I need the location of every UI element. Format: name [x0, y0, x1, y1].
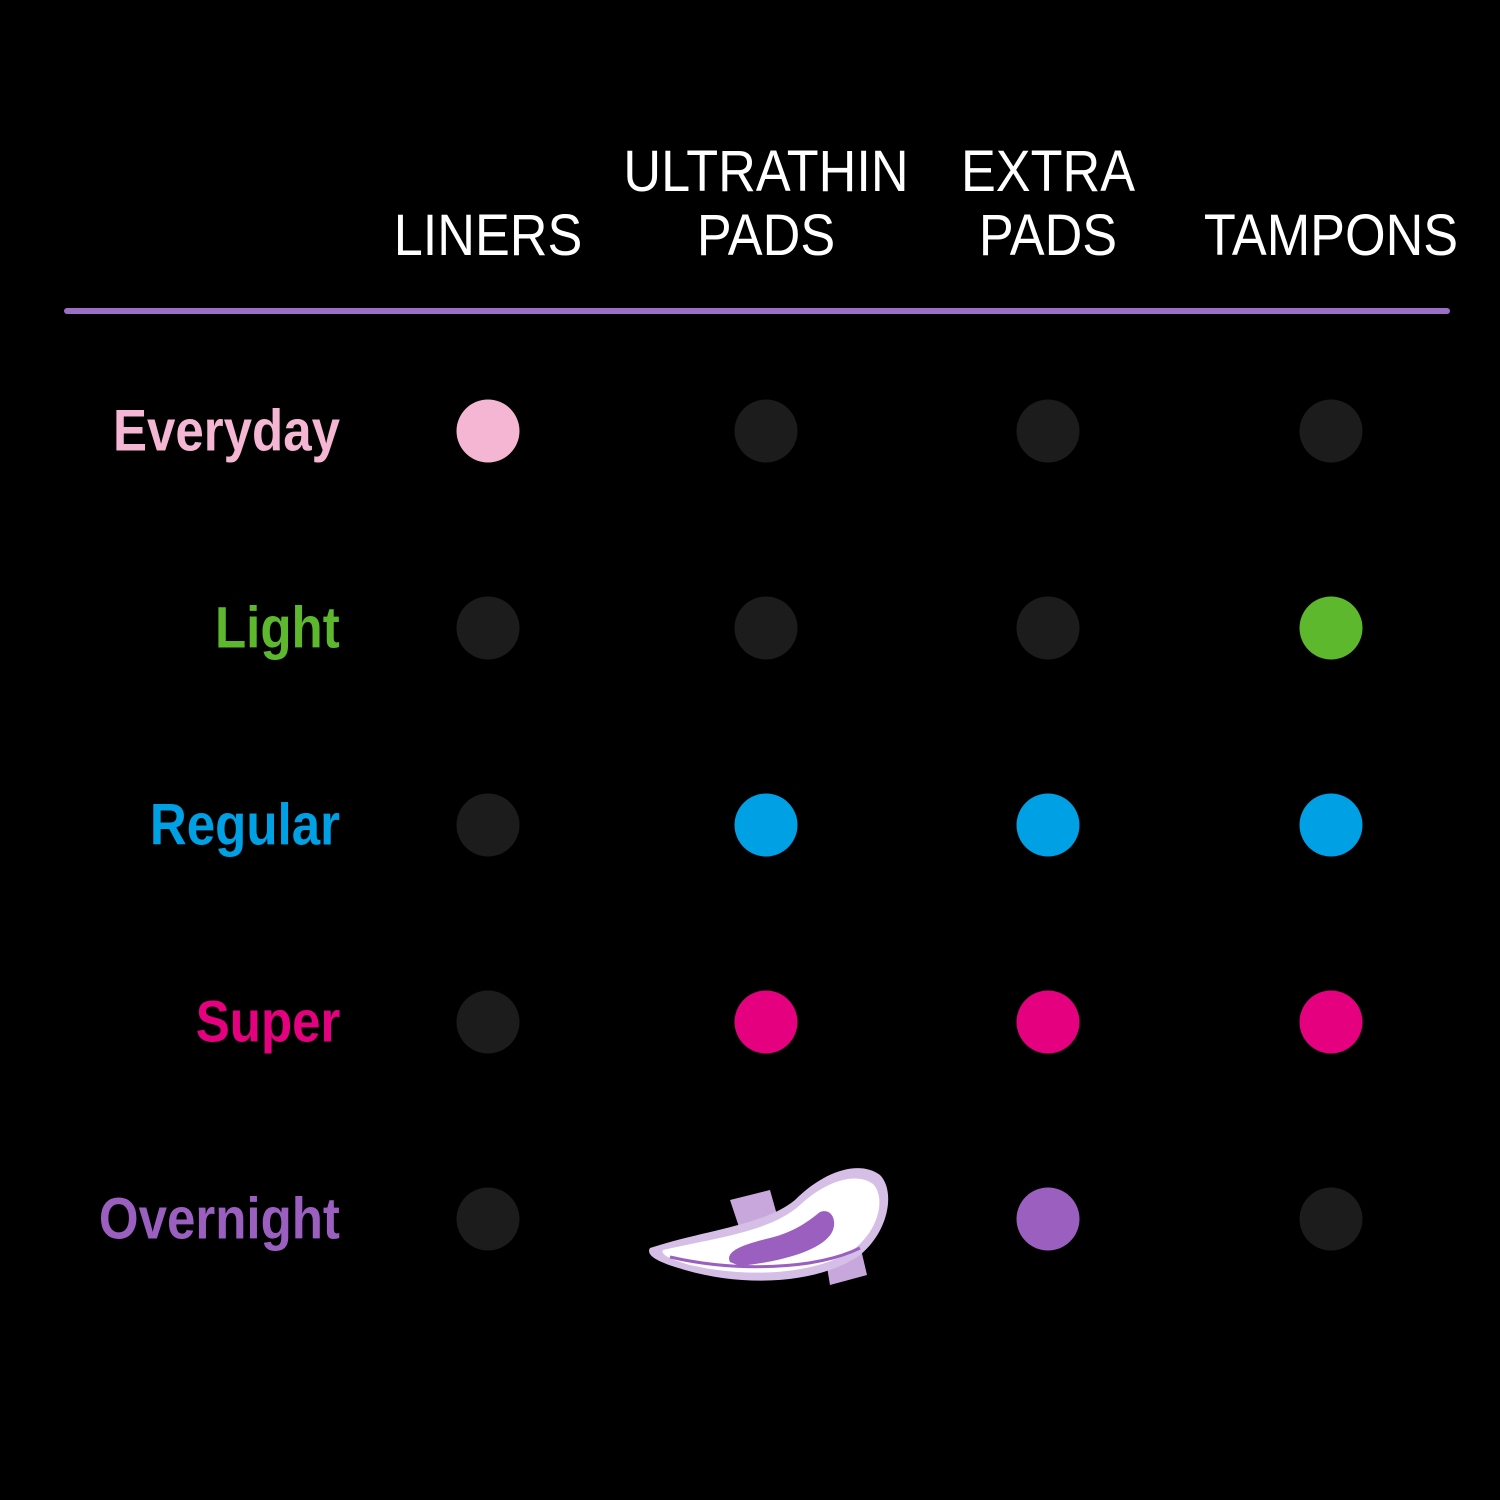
dot-empty	[456, 793, 520, 857]
dot-empty	[734, 399, 798, 463]
dot-filled	[456, 399, 520, 463]
dot-empty	[1299, 399, 1363, 463]
column-header-line: LINERS	[393, 203, 583, 268]
column-header-line: TAMPONS	[1203, 203, 1459, 268]
dot-filled	[734, 990, 798, 1054]
dot-empty	[734, 596, 798, 660]
dot-empty	[1016, 399, 1080, 463]
overnight-pad-icon	[645, 1160, 895, 1295]
dot-filled	[1299, 793, 1363, 857]
dot-empty	[1016, 596, 1080, 660]
row-label: Regular	[149, 792, 340, 858]
header-divider	[64, 308, 1450, 314]
dot-filled	[1016, 990, 1080, 1054]
column-header-line: PADS	[696, 203, 836, 268]
row-label: Overnight	[98, 1186, 340, 1252]
column-header-line: ULTRATHIN	[623, 139, 909, 204]
row-label: Super	[195, 989, 340, 1055]
row-label: Everyday	[112, 398, 340, 464]
dot-filled	[1299, 596, 1363, 660]
column-header: TAMPONS	[1204, 204, 1458, 268]
dot-empty	[1299, 1187, 1363, 1251]
dot-empty	[456, 990, 520, 1054]
dot-filled	[1016, 793, 1080, 857]
dot-filled	[1299, 990, 1363, 1054]
column-header-line: PADS	[978, 203, 1118, 268]
dot-filled	[734, 793, 798, 857]
dot-filled	[1016, 1187, 1080, 1251]
column-header: LINERS	[394, 204, 583, 268]
dot-empty	[456, 1187, 520, 1251]
dot-empty	[456, 596, 520, 660]
row-label: Light	[215, 595, 340, 661]
column-header-line: EXTRA	[960, 139, 1136, 204]
